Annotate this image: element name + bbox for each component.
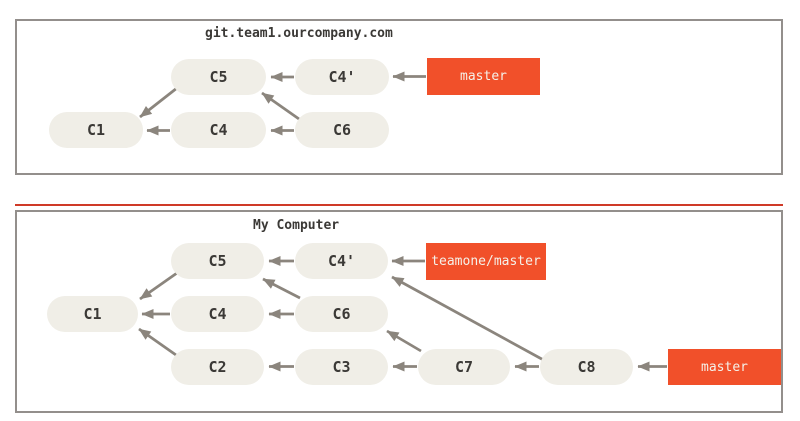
commit-node-c6-local: C6 bbox=[295, 296, 388, 332]
commit-node-c7-local: C7 bbox=[418, 349, 510, 385]
commit-label: C4' bbox=[327, 252, 356, 270]
commit-label: C2 bbox=[208, 358, 227, 376]
my-computer-panel bbox=[15, 210, 783, 413]
commit-label: C6 bbox=[332, 121, 352, 139]
commit-node-c4-local: C4 bbox=[171, 296, 264, 332]
commit-label: C7 bbox=[454, 358, 474, 376]
server-panel bbox=[15, 19, 783, 175]
commit-label: C4 bbox=[209, 121, 228, 139]
edge-local-c7-c6 bbox=[386, 329, 422, 353]
commit-node-c8-local: C8 bbox=[540, 349, 633, 385]
commit-node-c1-server: C1 bbox=[49, 112, 143, 148]
commit-label: C3 bbox=[332, 358, 351, 376]
edge-local-c6-c5 bbox=[262, 277, 301, 300]
commit-node-c4-server: C4 bbox=[171, 112, 266, 148]
commit-label: C1 bbox=[83, 305, 102, 323]
commit-node-c1-local: C1 bbox=[47, 296, 138, 332]
commit-label: C5 bbox=[209, 68, 228, 86]
edge-local-c8-c4p bbox=[391, 275, 550, 365]
commit-label: C5 bbox=[208, 252, 227, 270]
ref-label: teamone/master bbox=[431, 254, 541, 269]
commit-node-c4p-server: C4' bbox=[295, 59, 389, 95]
my-computer-panel-title: My Computer bbox=[253, 218, 340, 233]
commit-label: C6 bbox=[332, 305, 351, 323]
commit-label: C4' bbox=[328, 68, 356, 86]
branch-ref-teamone-master-local: teamone/master bbox=[426, 243, 546, 280]
edge-server-c6-c5 bbox=[261, 91, 300, 121]
commit-label: C4 bbox=[208, 305, 227, 323]
server-panel-title: git.team1.ourcompany.com bbox=[205, 26, 393, 41]
red-divider-line bbox=[15, 204, 783, 206]
edge-local-c2-c1 bbox=[138, 327, 177, 357]
commit-node-c5-server: C5 bbox=[171, 59, 266, 95]
commit-node-c2-local: C2 bbox=[171, 349, 264, 385]
commit-node-c4p-local: C4' bbox=[295, 243, 388, 279]
commit-node-c3-local: C3 bbox=[295, 349, 388, 385]
commit-label: C1 bbox=[86, 121, 106, 139]
ref-label: master bbox=[460, 69, 507, 84]
commit-node-c6-server: C6 bbox=[295, 112, 389, 148]
ref-label: master bbox=[701, 359, 748, 375]
edge-local-c5-c1 bbox=[139, 271, 178, 301]
branch-ref-master-server: master bbox=[427, 58, 540, 95]
edge-server-c5-c1 bbox=[139, 86, 178, 119]
branch-ref-master-local: master bbox=[668, 349, 781, 385]
commit-node-c5-local: C5 bbox=[171, 243, 264, 279]
commit-label: C8 bbox=[577, 358, 596, 376]
